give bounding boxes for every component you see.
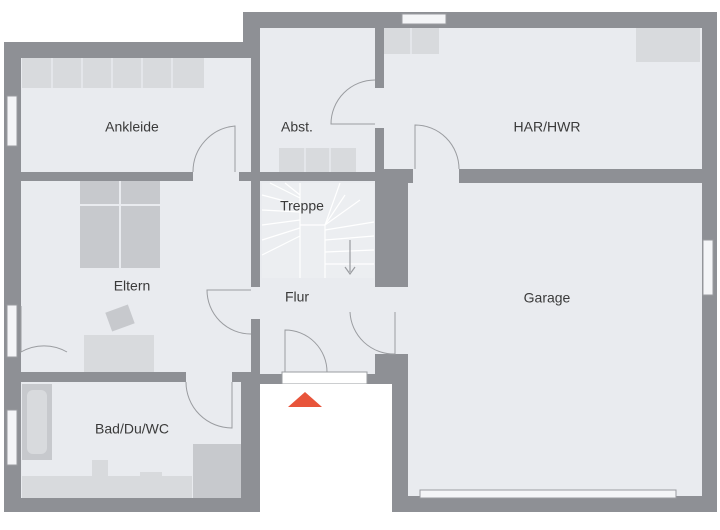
room-label-abst: Abst.: [281, 119, 313, 135]
staircase: [261, 182, 375, 278]
window-bad: [6, 409, 18, 466]
room-label-eltern: Eltern: [114, 278, 151, 294]
window-garage-side: [702, 239, 714, 296]
toilet: [92, 460, 108, 476]
windows: [6, 13, 714, 499]
entrance-threshold: [281, 371, 368, 385]
wardrobe: [22, 58, 204, 88]
room-label-treppe: Treppe: [280, 198, 324, 214]
room-label-har-hwr: HAR/HWR: [514, 119, 581, 135]
floor-garage: [408, 183, 702, 496]
window-ankleide: [6, 95, 18, 147]
shelf-abst: [279, 148, 356, 172]
room-label-ankleide: Ankleide: [105, 119, 159, 135]
window-har: [401, 13, 447, 25]
room-label-garage: Garage: [524, 290, 571, 306]
window-eltern: [6, 304, 18, 358]
door-swings: [20, 79, 460, 429]
shower: [193, 444, 241, 498]
garage-door: [419, 489, 677, 499]
entrance-triangle-icon: [288, 392, 322, 407]
desk: [84, 335, 154, 372]
chair: [105, 304, 135, 332]
room-label-flur: Flur: [285, 289, 309, 305]
front-yard: [260, 384, 392, 530]
bath-cabinet: [22, 476, 192, 498]
cabinet-har-right: [636, 28, 700, 62]
room-label-bad: Bad/Du/WC: [95, 421, 169, 437]
furniture: [22, 28, 700, 498]
